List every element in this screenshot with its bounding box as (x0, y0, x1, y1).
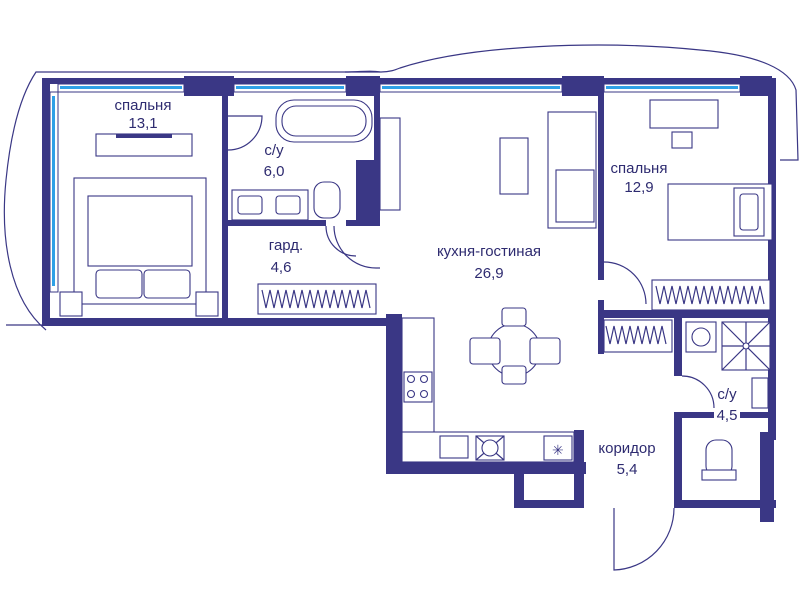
toilet-2-tank (701, 469, 737, 481)
wall-bath2-top-r (740, 412, 774, 418)
room-kitchen-living-name: кухня-гостиная (436, 243, 542, 260)
chair (529, 337, 561, 365)
kitchen-sink (439, 435, 469, 459)
closet-2-hangers (655, 285, 765, 305)
bathtub-inner (281, 105, 367, 137)
chair (469, 337, 501, 365)
window-glass (606, 86, 738, 89)
glass-left (52, 96, 55, 286)
pillar (184, 76, 234, 96)
wall-bath2-left (674, 412, 682, 508)
pillar (562, 76, 604, 96)
room-bathroom-1-name: с/у (264, 142, 284, 159)
door-swing-bed2 (603, 261, 647, 305)
door-swing-bath1 (325, 225, 357, 257)
wall-bath2-top (674, 412, 714, 418)
corridor-closet (603, 319, 673, 353)
shower-drain (742, 342, 750, 350)
wall-corridor-notch (514, 462, 524, 506)
wall-kitchen-bottom (386, 462, 586, 474)
bed-1-blanket (87, 195, 193, 267)
wall-left (42, 78, 50, 324)
pillar (740, 76, 772, 96)
wall-kitchen-left (386, 314, 402, 474)
balcony-divider (344, 70, 381, 73)
wall-right-low (760, 432, 774, 522)
dishwasher-circle (481, 439, 499, 457)
shelf-unit (379, 117, 401, 211)
corridor-closet-hangers (605, 325, 667, 345)
sink (237, 195, 263, 215)
room-corridor-area: 5,4 (616, 461, 638, 478)
wall-bed2-left (598, 84, 604, 280)
wall-bed2-lower-left (598, 300, 604, 318)
door-swing-wardrobe (333, 225, 380, 269)
wall-closet-divider (598, 318, 604, 354)
room-corridor-name: коридор (598, 440, 656, 457)
chair (501, 365, 527, 385)
wall-bottom-left (42, 318, 386, 326)
burner (419, 389, 429, 399)
desk-chair (671, 131, 693, 149)
pillow (143, 269, 191, 299)
wall-right (768, 78, 776, 440)
wall-closet-right (674, 318, 682, 376)
wall-bath-right (374, 96, 380, 226)
room-bathroom-2-area: 4,5 (716, 407, 738, 424)
window-glass (236, 86, 344, 89)
wall-bed1-bath (222, 96, 228, 318)
toilet-1 (313, 181, 341, 219)
wall-corridor-left (574, 430, 584, 508)
bed-2-pillow (739, 193, 759, 231)
sink (275, 195, 301, 215)
door-swing-bath2 (681, 375, 715, 409)
chair (501, 307, 527, 327)
pillow (95, 269, 143, 299)
room-bathroom-2-name: с/у (717, 386, 737, 403)
room-kitchen-living-area: 26,9 (474, 265, 504, 282)
room-bathroom-1-area: 6,0 (263, 163, 285, 180)
sofa-seat (555, 169, 595, 223)
burner (419, 374, 429, 384)
window-glass (60, 86, 182, 89)
room-bedroom-1-area: 13,1 (128, 115, 158, 132)
fridge-snow-icon: ✳ (552, 443, 564, 459)
fridge (543, 435, 573, 461)
room-bedroom-2-name: спальня (610, 160, 668, 177)
coffee-table (499, 137, 529, 195)
wall-corridor-notch-2 (514, 500, 582, 508)
closet-2 (651, 279, 771, 311)
wall-bottom-right (674, 500, 776, 508)
wall-bath-bottom (228, 220, 326, 226)
tv-1 (116, 134, 172, 138)
wall-bath-bottom-2 (346, 220, 380, 226)
door-swing-entrance (613, 507, 675, 571)
balcony-left-outline (3, 44, 799, 331)
wall-corridor-door-jamb (614, 500, 674, 508)
desk (649, 99, 719, 129)
nightstand (195, 291, 219, 317)
burner (406, 389, 416, 399)
wall-bed2-bottom (598, 310, 776, 318)
pillar (346, 76, 380, 96)
room-wardrobe-name: гард. (268, 237, 304, 254)
nightstand (59, 291, 83, 317)
room-bedroom-1-name: спальня (114, 97, 172, 114)
washer-drum (691, 327, 711, 347)
burner (406, 374, 416, 384)
door-swing-bed1 (227, 115, 263, 151)
room-bedroom-2-area: 12,9 (624, 179, 654, 196)
wall-bath-fill (356, 160, 376, 220)
room-wardrobe-area: 4,6 (270, 259, 292, 276)
sink-2 (751, 377, 769, 409)
window-glass (382, 86, 560, 89)
wardrobe-hangers (261, 289, 371, 309)
